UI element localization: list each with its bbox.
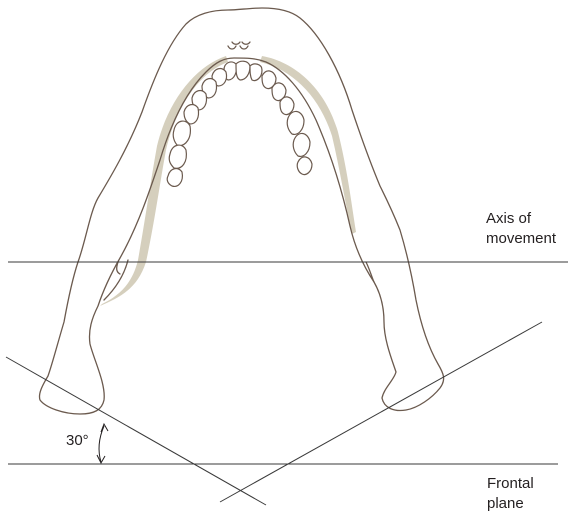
mental-spine bbox=[228, 42, 250, 49]
left-coronoid-notch bbox=[117, 262, 120, 274]
right-molar-2 bbox=[293, 133, 310, 156]
left-molar-3 bbox=[167, 169, 182, 187]
frontal-label-line1: Frontal bbox=[487, 474, 534, 494]
mandibular-canals bbox=[100, 56, 356, 306]
axis-of-movement-label: Axis of movement bbox=[486, 209, 556, 249]
lower-incisor-3 bbox=[250, 64, 262, 81]
angle-label: 30° bbox=[66, 431, 89, 451]
angle-indicator bbox=[97, 424, 108, 463]
left-molar-1 bbox=[173, 121, 190, 146]
right-molar-1 bbox=[287, 111, 304, 134]
axis-label-line2: movement bbox=[486, 229, 556, 249]
lower-incisor-2 bbox=[236, 61, 250, 80]
axis-label-line1: Axis of bbox=[486, 209, 556, 229]
left-condyle-axis-line bbox=[6, 357, 266, 505]
frontal-label-line2: plane bbox=[487, 494, 534, 514]
left-molar-2 bbox=[169, 145, 186, 168]
frontal-plane-label: Frontal plane bbox=[487, 474, 534, 514]
right-molar-3 bbox=[297, 157, 312, 175]
reference-lines bbox=[6, 262, 568, 505]
